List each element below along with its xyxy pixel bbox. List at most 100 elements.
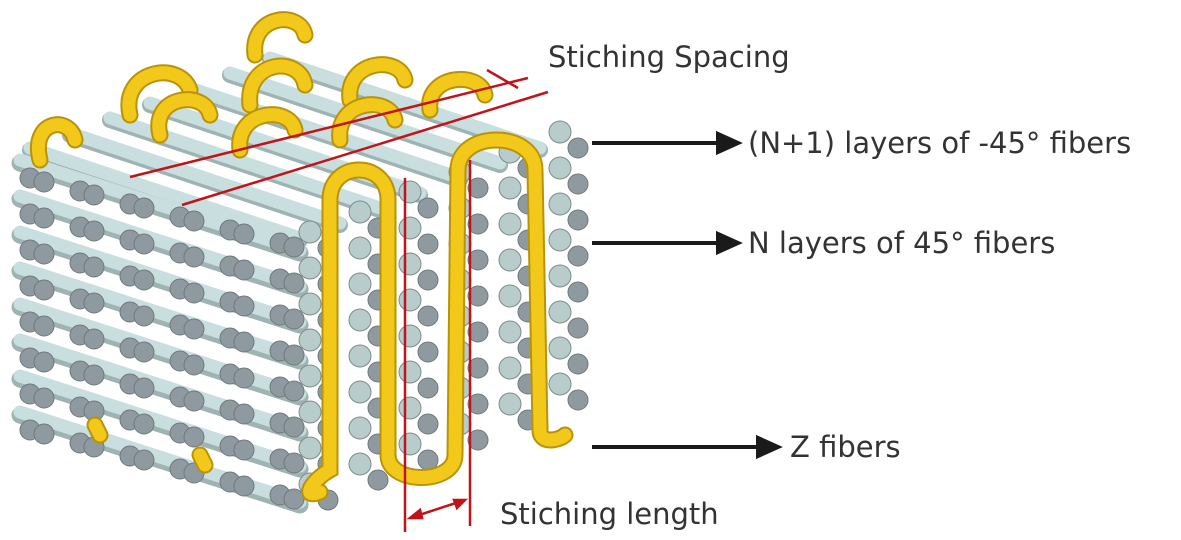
fiber-end	[133, 305, 155, 327]
fiber-end	[348, 272, 372, 296]
fiber-end	[183, 354, 205, 376]
z-fiber	[88, 418, 107, 442]
stitching-length-label: Stiching length	[500, 497, 719, 531]
pointer-arrows	[592, 130, 783, 460]
fiber-end	[498, 212, 522, 236]
z-fiber	[343, 58, 412, 107]
z-fiber	[243, 59, 312, 112]
fiber-end	[417, 377, 439, 399]
fiber-end	[298, 436, 322, 460]
fiber-end	[548, 192, 572, 216]
fiber-end	[348, 344, 372, 368]
fiber-end	[283, 380, 305, 402]
fiber-end	[467, 177, 489, 199]
fiber-end	[548, 120, 572, 144]
fiber-end	[398, 324, 422, 348]
top-rod	[23, 141, 307, 245]
z-fiber	[193, 448, 212, 472]
fiber-end	[467, 213, 489, 235]
fiber-end	[417, 233, 439, 255]
z-fiber	[122, 66, 197, 122]
fiber-end	[398, 252, 422, 276]
fiber-end	[33, 423, 55, 445]
spacing-line-1	[129, 76, 529, 179]
fiber-end	[233, 223, 255, 245]
dimension-lines	[129, 68, 549, 532]
z-fiber	[152, 93, 217, 142]
neg45-layers-label: (N+1) layers of -45° fibers	[748, 126, 1132, 160]
fiber-end	[233, 259, 255, 281]
fiber-end	[398, 432, 422, 456]
fiber-end	[298, 256, 322, 280]
fiber-end	[498, 176, 522, 200]
fiber-end	[183, 246, 205, 268]
fiber-end	[417, 413, 439, 435]
fiber-end	[567, 353, 589, 375]
spacing-arrow	[486, 68, 519, 90]
fiber-end	[83, 256, 105, 278]
fiber-end	[183, 390, 205, 412]
fiber-end	[548, 336, 572, 360]
fiber-end	[467, 321, 489, 343]
fiber-end	[548, 156, 572, 180]
fiber-end	[183, 318, 205, 340]
fiber-end	[567, 389, 589, 411]
fiber-end	[398, 288, 422, 312]
fiber-end	[548, 372, 572, 396]
fiber-end	[233, 331, 255, 353]
fiber-end	[348, 236, 372, 260]
fiber-end	[298, 364, 322, 388]
fiber-end	[548, 264, 572, 288]
fiber-end	[417, 341, 439, 363]
fiber-end	[498, 392, 522, 416]
fiber-end	[33, 279, 55, 301]
fiber-end	[283, 236, 305, 258]
fiber-end	[283, 308, 305, 330]
fiber-end	[467, 249, 489, 271]
spacing-line-2	[181, 90, 549, 207]
fiber-end	[283, 416, 305, 438]
fiber-end	[567, 173, 589, 195]
fiber-end	[548, 228, 572, 252]
pos45-layers-label: N layers of 45° fibers	[748, 226, 1056, 260]
fiber-end	[548, 300, 572, 324]
stitching-spacing-label: Stiching Spacing	[548, 40, 790, 74]
fiber-end	[33, 351, 55, 373]
z-fiber	[233, 108, 302, 157]
fiber-end	[498, 248, 522, 272]
fiber-end	[398, 396, 422, 420]
fiber-cube	[11, 51, 589, 514]
fiber-end	[467, 357, 489, 379]
fiber-end	[348, 308, 372, 332]
top-rod	[183, 81, 467, 185]
fiber-end	[133, 377, 155, 399]
fiber-end	[567, 245, 589, 267]
fiber-end	[133, 341, 155, 363]
fiber-end	[133, 269, 155, 291]
z-fiber	[303, 133, 572, 501]
fiber-end	[348, 380, 372, 404]
fiber-end	[567, 281, 589, 303]
fiber-end	[233, 439, 255, 461]
fiber-end	[33, 243, 55, 265]
fiber-end	[498, 356, 522, 380]
fiber-end	[83, 184, 105, 206]
fiber-end	[417, 305, 439, 327]
fiber-end	[398, 216, 422, 240]
fiber-end	[283, 488, 305, 510]
fiber-end	[298, 220, 322, 244]
fiber-end	[183, 282, 205, 304]
fiber-end	[567, 209, 589, 231]
top-rod	[63, 126, 347, 230]
fiber-end	[498, 284, 522, 308]
z-fibers-label: Z fibers	[790, 430, 901, 464]
fiber-end	[133, 197, 155, 219]
fiber-end	[33, 171, 55, 193]
fiber-end	[567, 137, 589, 159]
fiber-end	[467, 393, 489, 415]
fiber-end	[467, 429, 489, 451]
fiber-end	[233, 403, 255, 425]
fiber-end	[283, 452, 305, 474]
fiber-end	[348, 452, 372, 476]
